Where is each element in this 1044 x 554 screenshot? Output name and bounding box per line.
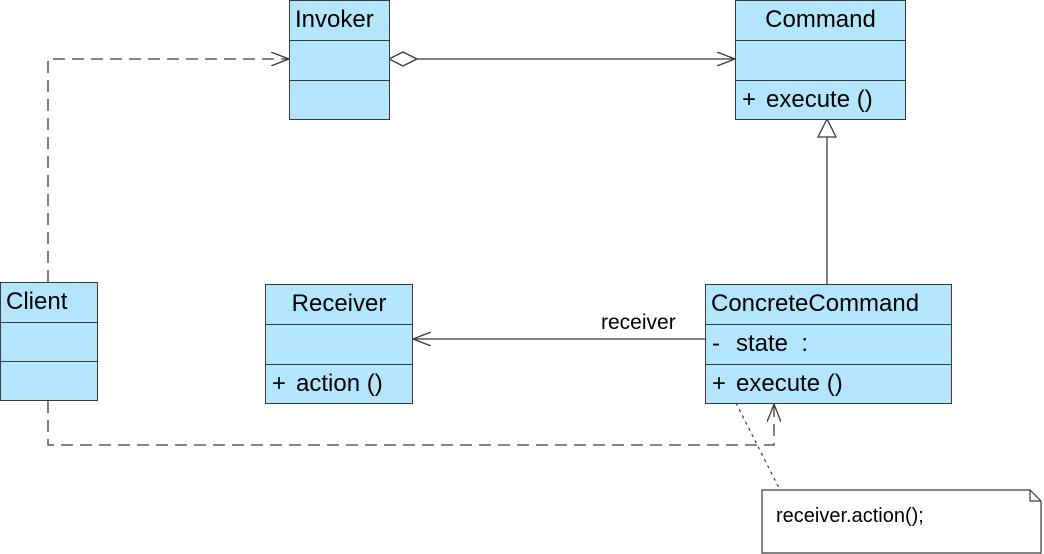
operation-execute: + execute () — [736, 81, 905, 119]
attributes-compartment — [290, 41, 389, 81]
class-name: Receiver — [266, 285, 412, 325]
operation-signature: execute () — [766, 86, 873, 113]
aggregation-diamond — [387, 51, 419, 67]
class-name: ConcreteCommand — [706, 285, 951, 325]
client-concretecommand-dependency — [47, 401, 774, 446]
operations-compartment — [1, 362, 97, 400]
operation-action: + action () — [266, 365, 412, 403]
note-text: receiver.action(); — [776, 505, 924, 527]
operation-signature: execute () — [736, 370, 843, 397]
attribute-signature: state : — [736, 330, 809, 357]
attributes-compartment — [266, 325, 412, 365]
note-shape — [761, 489, 1042, 554]
operation-signature: action () — [296, 370, 383, 397]
generalization-triangle — [816, 117, 838, 138]
operation-execute: + execute () — [706, 365, 951, 403]
invoker-command-aggregation — [387, 51, 735, 67]
class-concrete-command[interactable]: ConcreteCommand -state : + execute () — [705, 284, 952, 404]
client-invoker-dependency — [47, 59, 289, 282]
attributes-compartment — [736, 41, 905, 81]
operations-compartment — [290, 81, 389, 119]
attribute-state: -state : — [706, 325, 951, 365]
concretecommand-generalization — [816, 117, 838, 284]
attributes-compartment — [1, 323, 97, 362]
class-command[interactable]: Command + execute () — [735, 0, 906, 120]
class-name: Client — [1, 283, 97, 323]
class-client[interactable]: Client — [0, 282, 98, 401]
visibility-public: + — [742, 86, 757, 113]
visibility-public: + — [712, 370, 727, 397]
visibility-private: - — [712, 330, 720, 357]
class-invoker[interactable]: Invoker — [289, 0, 390, 120]
class-receiver[interactable]: Receiver + action () — [265, 284, 413, 404]
class-name: Invoker — [290, 1, 389, 41]
class-name: Command — [736, 1, 905, 41]
visibility-public: + — [272, 370, 287, 397]
note-anchor-line — [735, 402, 781, 491]
association-role-label: receiver — [601, 311, 676, 334]
